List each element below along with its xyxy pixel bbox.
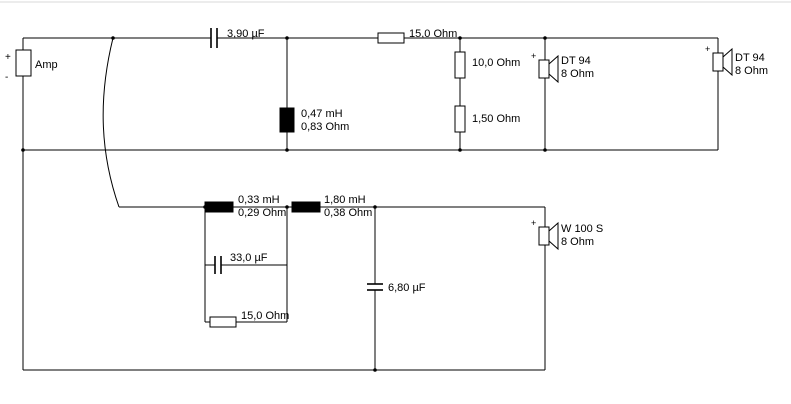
speaker-magnet [538, 226, 550, 246]
speaker-cone [548, 54, 559, 84]
woofer-polarity: + [531, 218, 536, 228]
junction-dot [373, 205, 377, 209]
inductor-l1-value: 0,47 mH [301, 108, 343, 120]
speaker-magnet [712, 52, 724, 72]
tweeter1-polarity: + [531, 51, 536, 61]
inductor-l2-value: 0,33 mH [238, 194, 280, 206]
tweeter2-polarity: + [705, 44, 710, 54]
tweeter2-model: DT 94 [735, 52, 765, 64]
capacitor-c1-label: 3,90 µF [227, 28, 265, 40]
resistor-body [209, 316, 237, 328]
speaker-woofer: + W 100 S 8 Ohm [531, 218, 603, 251]
wires [22, 37, 719, 371]
inductor-l2-resistance: 0,29 Ohm [238, 207, 286, 219]
inductor-l1: 0,47 mH 0,83 Ohm [279, 107, 349, 133]
amplifier: + - Amp [5, 49, 58, 83]
speaker-magnet [538, 59, 550, 79]
junction-dot [21, 148, 25, 152]
inductor-l1-resistance: 0,83 Ohm [301, 121, 349, 133]
resistor-r2-label: 10,0 Ohm [472, 57, 520, 69]
junction-dot [285, 205, 289, 209]
inductor-body [279, 107, 295, 133]
capacitor-c3-label: 6,80 µF [388, 282, 426, 294]
inductor-body [204, 201, 234, 213]
inductor-l3: 1,80 mH 0,38 Ohm [291, 194, 372, 219]
inductor-body [291, 201, 321, 213]
resistor-r1: 15,0 Ohm [377, 28, 457, 44]
resistor-r3-label: 1,50 Ohm [472, 113, 520, 125]
speaker-cone [722, 47, 733, 77]
capacitor-c1: 3,90 µF [210, 28, 265, 48]
tweeter1-model: DT 94 [561, 55, 591, 67]
inductor-l2: 0,33 mH 0,29 Ohm [204, 194, 286, 219]
amp-minus-terminal: - [5, 72, 8, 83]
junction-dot [543, 148, 547, 152]
junction-dot [373, 368, 377, 372]
amp-box [15, 49, 32, 77]
junction-dot [111, 36, 115, 40]
junction-dot [285, 36, 289, 40]
resistor-r4-label: 15,0 Ohm [241, 310, 289, 322]
wire-lowpass-feed-curve [102, 37, 120, 208]
junction-dot [458, 36, 462, 40]
capacitor-c3: 6,80 µF [367, 282, 426, 294]
resistor-r1-label: 15,0 Ohm [409, 28, 457, 40]
resistor-body [454, 51, 466, 79]
junction-dot [458, 148, 462, 152]
woofer-model: W 100 S [561, 223, 603, 235]
resistor-body [454, 105, 466, 133]
resistor-r2: 10,0 Ohm [454, 51, 520, 79]
capacitor-c2: 33,0 µF [214, 252, 268, 274]
resistor-r4: 15,0 Ohm [209, 310, 289, 328]
resistor-r3: 1,50 Ohm [454, 105, 520, 133]
capacitor-c2-label: 33,0 µF [230, 252, 268, 264]
speaker-tweeter2: + DT 94 8 Ohm [705, 44, 768, 77]
junction-dot [285, 148, 289, 152]
tweeter1-impedance: 8 Ohm [561, 68, 594, 80]
inductor-l3-value: 1,80 mH [324, 194, 366, 206]
inductor-l3-resistance: 0,38 Ohm [324, 207, 372, 219]
amp-label: Amp [35, 59, 58, 71]
resistor-body [377, 32, 405, 44]
junction-dot [543, 36, 547, 40]
woofer-impedance: 8 Ohm [561, 236, 594, 248]
speaker-tweeter1: + DT 94 8 Ohm [531, 51, 594, 84]
amp-plus-terminal: + [5, 52, 11, 63]
speaker-cone [548, 221, 559, 251]
tweeter2-impedance: 8 Ohm [735, 65, 768, 77]
